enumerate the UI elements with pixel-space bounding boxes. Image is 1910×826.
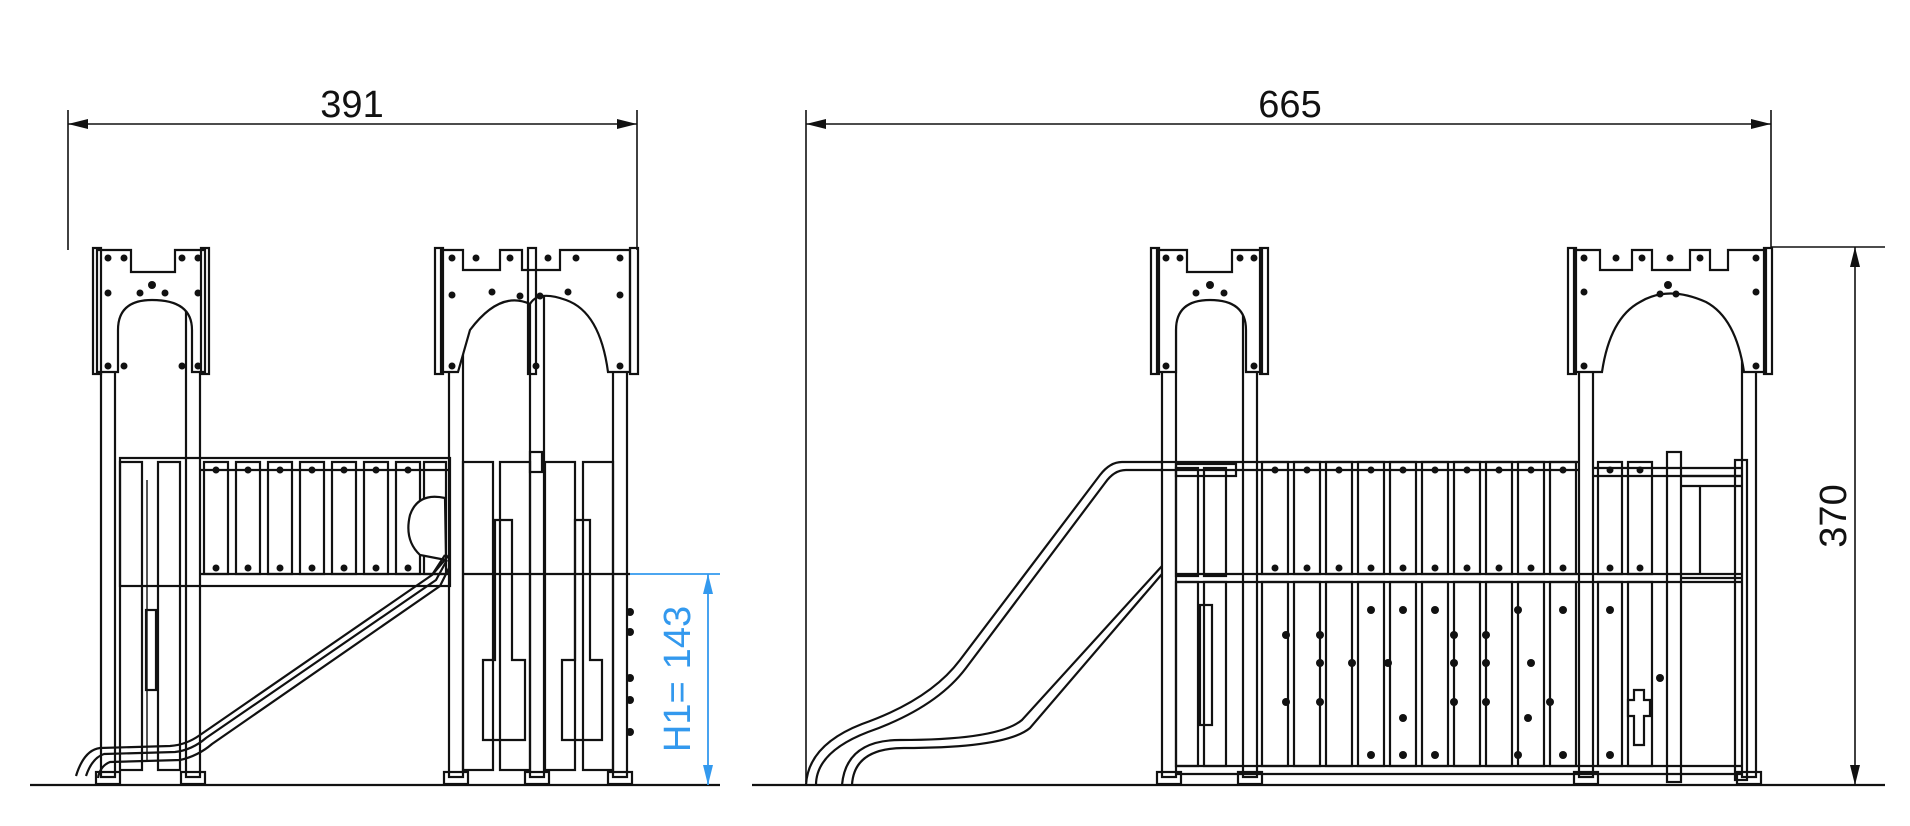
fall-height-text: H1=143 <box>657 606 699 752</box>
dimension-height-label: 370 <box>1813 484 1855 547</box>
dimension-front-width: 665 <box>805 84 1772 782</box>
fall-height-prefix: H1= <box>657 681 699 752</box>
side-slide <box>74 554 450 779</box>
front-view <box>804 246 1774 786</box>
front-slide-platform <box>1160 460 1238 478</box>
side-left-tower-panel <box>91 246 211 376</box>
side-wall-slats <box>118 456 452 772</box>
dimension-side-width: 391 <box>67 84 638 250</box>
front-right-tower-panel <box>1566 246 1774 376</box>
front-slide <box>804 460 1163 786</box>
side-right-tower-panel <box>433 246 640 376</box>
side-view <box>74 246 640 786</box>
front-upper-slats <box>1174 460 1654 578</box>
side-right-lower-panels <box>461 450 634 772</box>
dimension-front-width-label: 665 <box>1258 84 1321 126</box>
front-left-tower-panel <box>1149 246 1270 376</box>
front-lower-slats <box>1174 580 1664 768</box>
front-entry-frame <box>1665 450 1749 784</box>
fall-height-value: 143 <box>657 606 699 669</box>
side-slide-hood <box>407 495 448 562</box>
dimension-side-width-label: 391 <box>320 84 383 126</box>
dimension-height: 370 <box>1771 246 1885 785</box>
dimension-fall-height: H1=143 <box>608 573 720 785</box>
